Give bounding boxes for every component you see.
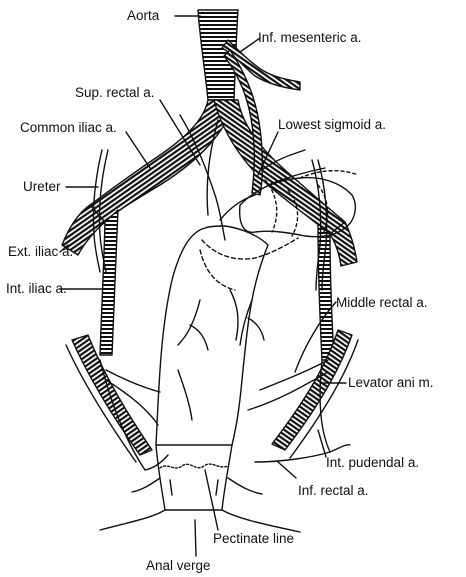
leader-inf-rectal xyxy=(278,462,296,478)
label-aorta: Aorta xyxy=(127,9,159,23)
label-int-iliac: Int. iliac a. xyxy=(6,282,67,296)
label-lowest-sigmoid: Lowest sigmoid a. xyxy=(278,118,386,132)
leader-anal-verge xyxy=(195,520,196,556)
label-anal-verge: Anal verge xyxy=(146,559,211,573)
label-int-pudendal: Int. pudendal a. xyxy=(326,456,419,470)
label-levator-ani: Levator ani m. xyxy=(348,376,434,390)
leader-inf-mesenteric xyxy=(240,38,260,52)
leader-int-pudendal xyxy=(318,430,326,457)
rectum-outline xyxy=(156,226,268,445)
label-inf-rectal: Inf. rectal a. xyxy=(298,484,369,498)
label-ureter: Ureter xyxy=(23,180,61,194)
leader-pectinate xyxy=(205,470,218,530)
anal-verge-outline xyxy=(100,510,165,530)
label-middle-rectal: Middle rectal a. xyxy=(336,296,428,310)
right-levator-ani xyxy=(272,330,352,450)
left-common-iliac-vessel xyxy=(90,100,234,222)
label-ext-iliac: Ext. iliac a. xyxy=(8,245,73,259)
label-common-iliac: Common iliac a. xyxy=(20,121,117,135)
label-sup-rectal: Sup. rectal a. xyxy=(75,86,155,100)
label-inf-mesenteric: Inf. mesenteric a. xyxy=(258,31,362,45)
label-pectinate-line: Pectinate line xyxy=(213,532,294,546)
left-internal-iliac-vessel xyxy=(100,210,118,355)
pectinate-line-mark xyxy=(160,464,228,468)
leader-common-iliac xyxy=(126,132,150,168)
